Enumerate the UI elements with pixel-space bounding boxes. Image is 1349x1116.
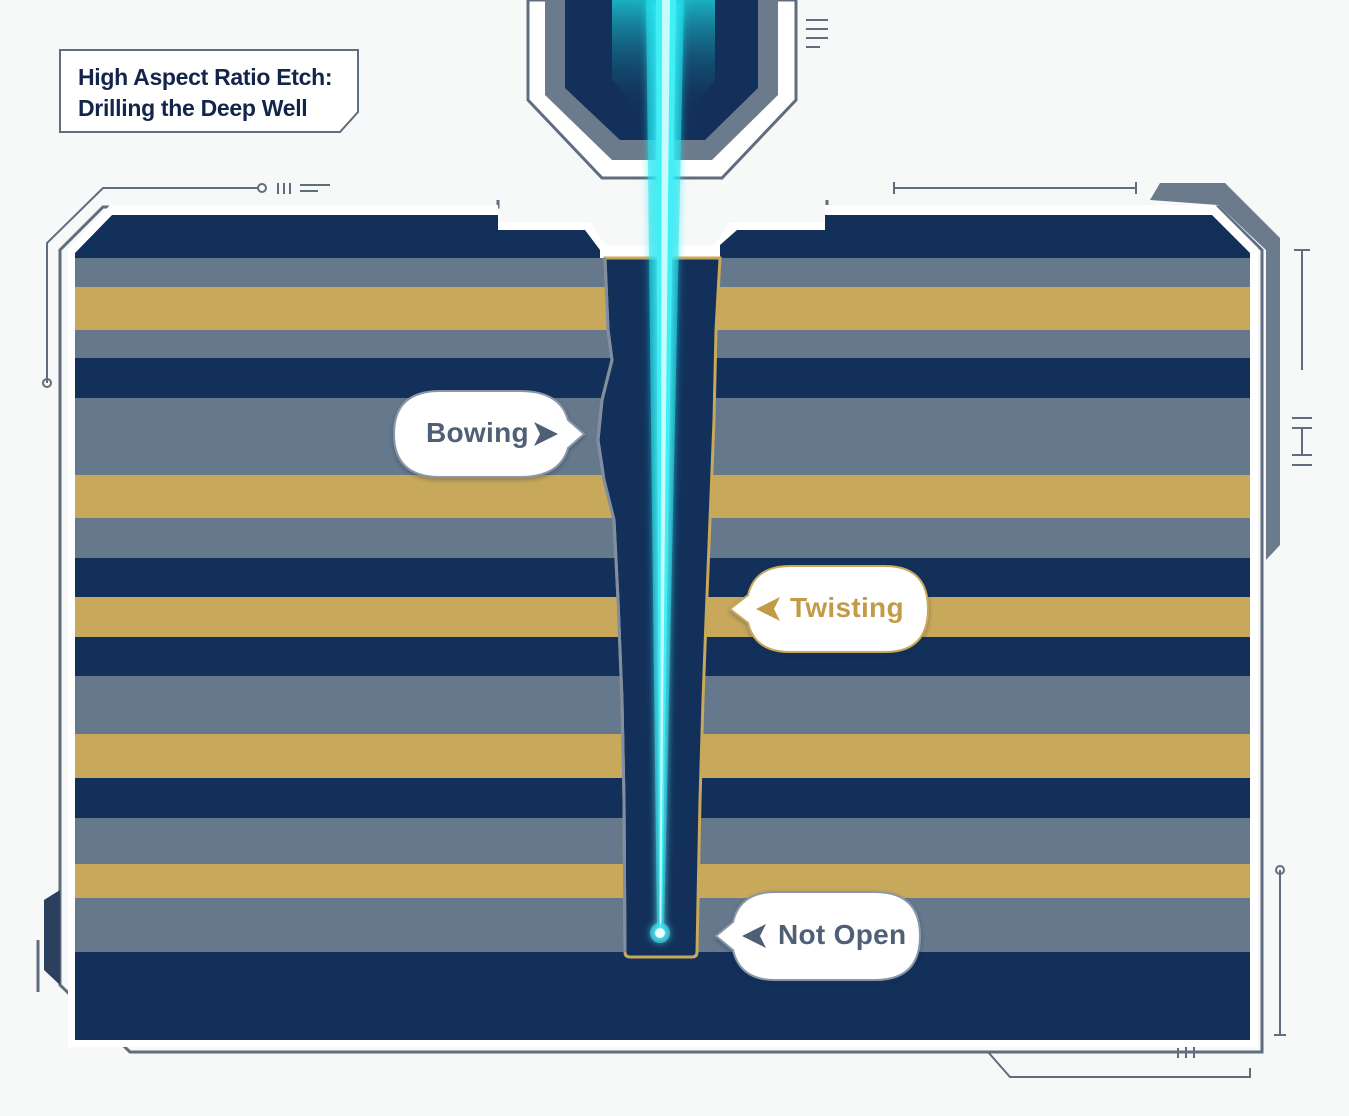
title-line-1: High Aspect Ratio Etch: <box>78 64 333 90</box>
frame-corner-plate <box>1150 183 1280 560</box>
tick-marks <box>277 19 1312 1058</box>
not-open-callout-bubble <box>714 891 922 981</box>
ion-beam <box>646 0 684 943</box>
arrow-right-icon <box>534 422 558 446</box>
bowing-callout-bubble <box>392 390 586 478</box>
bowing-label: Bowing <box>426 417 529 448</box>
twisting-callout-bubble <box>728 565 930 653</box>
twisting-label: Twisting <box>790 592 904 623</box>
not-open-label: Not Open <box>778 919 907 950</box>
arrow-left-icon <box>742 924 766 948</box>
diagram-title: High Aspect Ratio Etch: Drilling the Dee… <box>78 62 333 124</box>
title-line-2: Drilling the Deep Well <box>78 95 308 121</box>
arrow-left-icon <box>756 597 780 621</box>
frame-corner-plate-left <box>44 890 60 985</box>
layer-navy <box>75 952 1250 1040</box>
